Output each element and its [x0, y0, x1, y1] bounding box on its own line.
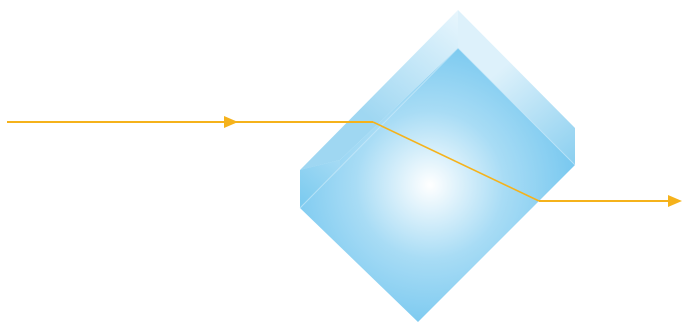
arrowhead-right-icon [224, 116, 238, 128]
glass-block [300, 10, 575, 322]
arrowhead-right-icon [668, 195, 682, 207]
